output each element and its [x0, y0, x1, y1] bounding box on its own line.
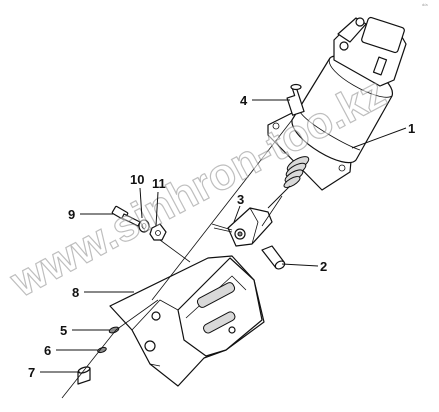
part-2-clevis-pin [261, 245, 286, 270]
callout-2: 2 [320, 259, 327, 274]
callout-3: 3 [237, 192, 244, 207]
callout-4: 4 [240, 93, 248, 108]
callout-1: 1 [408, 121, 415, 136]
callout-6: 6 [44, 343, 51, 358]
part-7-bolt [77, 366, 91, 385]
assembly-center-lines [61, 119, 293, 399]
callout-10: 10 [130, 172, 144, 187]
callout-11: 11 [152, 176, 166, 191]
callout-7: 7 [28, 365, 35, 380]
leader-lines [40, 99, 407, 373]
part-11-nut [149, 223, 167, 241]
spring-coil [283, 156, 310, 188]
corner-mark: d/a [422, 2, 428, 7]
callout-9: 9 [68, 207, 75, 222]
part-10-washer [138, 219, 150, 233]
part-1-actuator-assembly [267, 16, 407, 209]
part-6-spring-washer [97, 346, 107, 354]
callout-5: 5 [60, 323, 67, 338]
part-4-pin [286, 83, 305, 116]
callout-8: 8 [72, 285, 79, 300]
part-8-bracket [109, 255, 265, 387]
part-3-clevis [211, 207, 273, 247]
callout-labels: 1 2 3 4 5 6 7 8 9 10 11 [28, 93, 415, 380]
part-9-bolt [111, 205, 141, 227]
